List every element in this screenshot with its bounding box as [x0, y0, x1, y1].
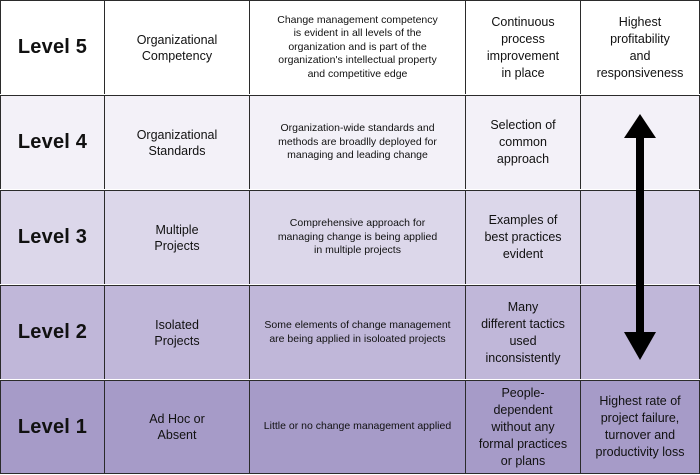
level-4-cell: Level 4 — [0, 95, 105, 189]
level-1-label: Level 1 — [17, 415, 88, 438]
level-3-outcome-cell — [581, 190, 700, 284]
level-2-outcome-cell — [581, 285, 700, 379]
level-2-cell: Level 2 — [0, 285, 105, 379]
level-2-label: Level 2 — [17, 321, 88, 343]
level-1-description: Little or no change management applied — [263, 420, 452, 433]
level-5-label: Level 5 — [17, 36, 88, 58]
level-3-label: Level 3 — [17, 226, 88, 248]
level-1-description-cell: Little or no change management applied — [250, 380, 466, 474]
level-1-cell: Level 1 — [0, 380, 105, 474]
level-5-cell: Level 5 — [0, 0, 105, 94]
level-4-label: Level 4 — [17, 131, 88, 153]
level-3-cell: Level 3 — [0, 190, 105, 284]
level-4-outcome-cell — [581, 95, 700, 189]
